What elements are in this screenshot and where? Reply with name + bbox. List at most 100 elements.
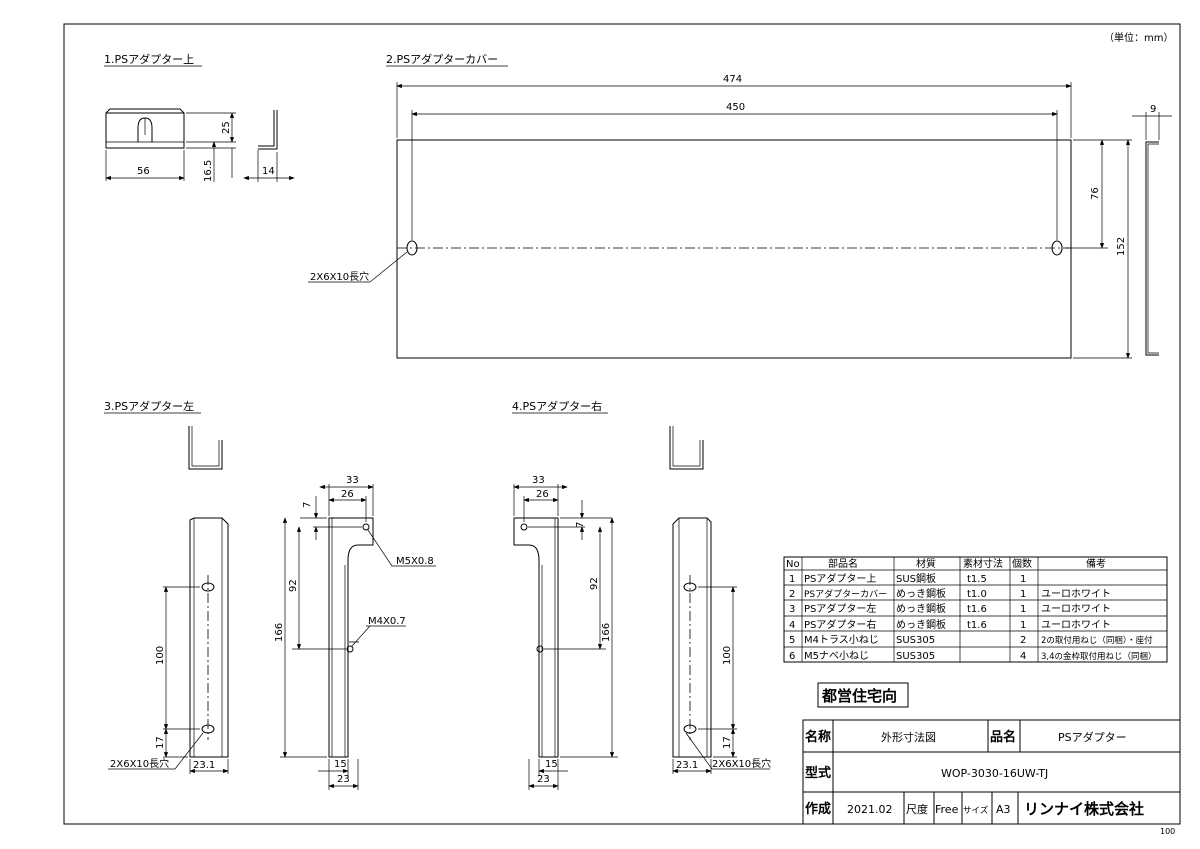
cell-part: PSアダプター上 [804, 572, 876, 585]
part-label: 品名 [990, 729, 1016, 745]
slot-note-v2: 2X6X10長穴 [310, 270, 369, 283]
view-1-title: 1.PSアダプター上 [104, 52, 194, 66]
cell-material: SUS305 [896, 635, 935, 646]
cell-size: t1.6 [967, 620, 987, 631]
th-remarks: 備考 [1086, 557, 1106, 570]
table-row: 6 M5ナベ小ねじ SUS305 4 3,4の金枠取付用ねじ（同梱） [789, 650, 1157, 662]
dim-25: 25 [221, 121, 232, 134]
view-2-adapter-cover: 2.PSアダプターカバー 474 450 76 152 9 2X6X10 [308, 52, 1172, 359]
cell-remarks: 2の取付用ねじ（同梱）・座付 [1041, 635, 1153, 646]
view-2-title: 2.PSアダプターカバー [386, 52, 498, 66]
dim-56: 56 [137, 166, 150, 177]
v4-slot-note: 2X6X10長穴 [712, 757, 771, 770]
cell-size: t1.0 [967, 589, 987, 600]
parts-table: No 部品名 材質 素材寸法 個数 備考 1 PSアダプター上 SUS鋼板 t1… [783, 556, 1168, 663]
v3-m5-note: M5X0.8 [396, 556, 434, 567]
dim-152: 152 [1116, 237, 1127, 256]
name-value: 外形寸法図 [881, 730, 936, 744]
cell-material: SUS305 [896, 651, 935, 662]
v3-dim-23-1: 23.1 [193, 760, 215, 771]
corner-number: 100 [1160, 827, 1175, 836]
dim-450: 450 [726, 102, 745, 113]
v4-dim-92: 92 [589, 577, 600, 590]
title-block: 名称 外形寸法図 品名 PSアダプター 型式 WOP-3030-16UW-TJ … [802, 719, 1181, 825]
cell-material: めっき鋼板 [896, 587, 946, 600]
cell-qty: 1 [1020, 574, 1026, 585]
table-row: 1 PSアダプター上 SUS鋼板 t1.5 1 [789, 572, 1026, 585]
cell-material: めっき鋼板 [896, 618, 946, 631]
th-part-name: 部品名 [828, 557, 858, 570]
cell-no: 1 [789, 574, 795, 585]
cell-size: t1.6 [967, 604, 987, 615]
cell-size: t1.5 [967, 574, 987, 585]
v3-dim-166: 166 [274, 623, 285, 642]
v4-dim-26: 26 [536, 489, 549, 500]
v4-dim-15: 15 [545, 759, 558, 770]
cell-no: 3 [789, 604, 795, 615]
cell-no: 4 [789, 620, 795, 631]
v4-dim-7: 7 [575, 522, 586, 528]
unit-note: （単位：mm） [1104, 31, 1173, 44]
dim-76: 76 [1090, 187, 1101, 200]
v3-dim-92: 92 [288, 579, 299, 592]
name-label: 名称 [805, 729, 831, 745]
model-value: WOP-3030-16UW-TJ [941, 767, 1048, 780]
stamp-box [817, 682, 909, 708]
cell-remarks: ユーロホワイト [1041, 619, 1111, 631]
v3-dim-17: 17 [155, 736, 166, 749]
cell-remarks: ユーロホワイト [1041, 603, 1111, 615]
v3-dim-33: 33 [346, 475, 359, 486]
view-3-title: 3.PSアダプター左 [104, 399, 194, 413]
made-value: 2021.02 [847, 803, 893, 816]
cell-qty: 1 [1020, 604, 1026, 615]
v3-dim-100: 100 [155, 646, 166, 665]
cell-remarks: 3,4の金枠取付用ねじ（同梱） [1041, 651, 1157, 662]
v3-m4-note: M4X0.7 [368, 616, 406, 627]
dim-9: 9 [1150, 104, 1156, 115]
cell-part: M4トラス小ねじ [804, 634, 879, 646]
scale-value: Free [935, 803, 959, 816]
dim-14: 14 [262, 166, 275, 177]
cell-part: PSアダプターカバー [804, 588, 887, 600]
th-no: No [786, 559, 800, 570]
v4-dim-23: 23 [537, 774, 550, 785]
view-1-adapter-top: 1.PSアダプター上 56 25 16.5 14 [104, 52, 295, 182]
cell-part: PSアダプター右 [804, 618, 876, 631]
v4-dim-33: 33 [532, 475, 545, 486]
cell-part: PSアダプター左 [804, 602, 876, 615]
drawing-border [63, 23, 1181, 825]
cell-material: めっき鋼板 [896, 602, 946, 615]
table-row: 2 PSアダプターカバー めっき鋼板 t1.0 1 ユーロホワイト [789, 587, 1111, 600]
v4-dim-166: 166 [601, 623, 612, 642]
cell-no: 6 [789, 651, 795, 662]
size-label: サイズ [963, 805, 989, 816]
model-label: 型式 [805, 765, 831, 781]
cell-no: 5 [789, 635, 795, 646]
dim-474: 474 [723, 74, 742, 85]
view-4-title: 4.PSアダプター右 [512, 399, 602, 413]
v3-dim-15: 15 [334, 759, 347, 770]
v4-dim-17: 17 [722, 736, 733, 749]
view-3-adapter-left: 3.PSアダプター左 100 17 23.1 2X6X10長穴 [104, 399, 436, 790]
v3-dim-26: 26 [341, 489, 354, 500]
v3-dim-23: 23 [337, 774, 350, 785]
dim-16-5: 16.5 [203, 160, 214, 182]
stamp-text: 都営住宅向 [821, 687, 897, 705]
th-qty: 個数 [1012, 557, 1032, 570]
table-row: 4 PSアダプター右 めっき鋼板 t1.6 1 ユーロホワイト [789, 618, 1111, 631]
cell-qty: 1 [1020, 589, 1026, 600]
v3-dim-7: 7 [302, 502, 313, 508]
th-material: 材質 [916, 557, 936, 570]
cell-no: 2 [789, 589, 795, 600]
company-name: リンナイ株式会社 [1024, 800, 1144, 818]
v3-slot-note: 2X6X10長穴 [110, 757, 169, 770]
cell-qty: 1 [1020, 620, 1026, 631]
scale-label: 尺度 [906, 802, 928, 816]
cell-remarks: ユーロホワイト [1041, 588, 1111, 600]
th-size: 素材寸法 [963, 557, 1003, 570]
cell-qty: 2 [1020, 635, 1026, 646]
cell-qty: 4 [1020, 651, 1026, 662]
table-row: 5 M4トラス小ねじ SUS305 2 2の取付用ねじ（同梱）・座付 [789, 634, 1153, 646]
view-4-adapter-right: 4.PSアダプター右 33 26 7 92 166 15 23 [512, 399, 771, 790]
